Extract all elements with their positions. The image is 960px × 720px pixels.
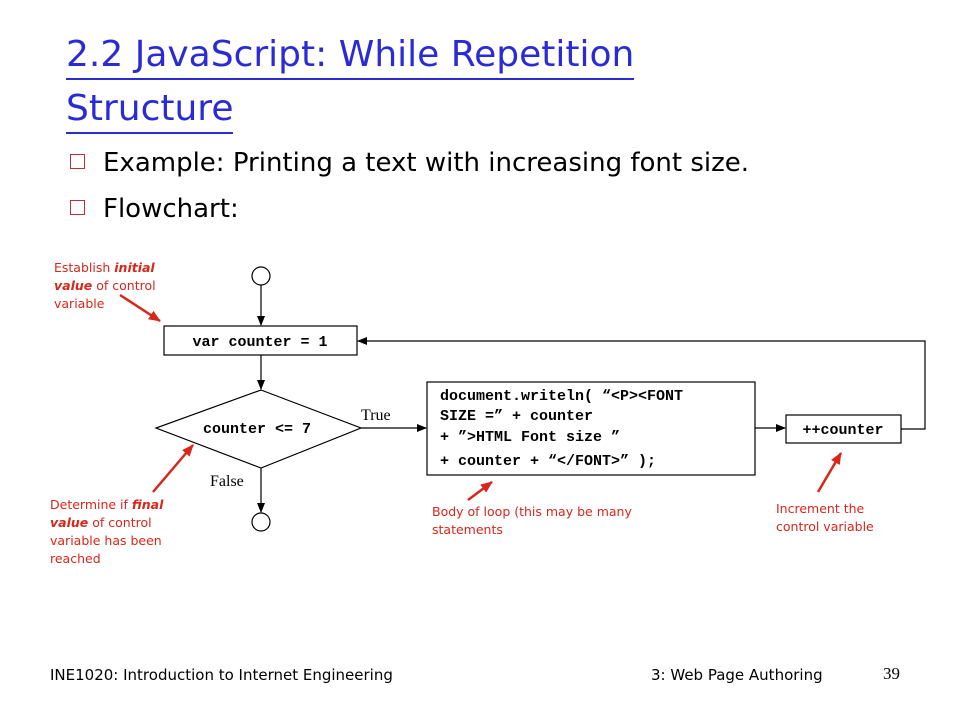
- end-terminal: [251, 512, 271, 532]
- footer-course: INE1020: Introduction to Internet Engine…: [50, 666, 393, 684]
- annotation-arrow-body: [467, 481, 493, 501]
- condition-text: counter <= 7: [203, 421, 311, 438]
- bullet-text: Flowchart:: [103, 194, 239, 224]
- increment-box-text: ++counter: [802, 422, 883, 439]
- loop-body-line: + ”>HTML Font size ”: [440, 429, 620, 446]
- bullet-item: Example: Printing a text with increasing…: [70, 140, 749, 186]
- start-terminal: [251, 266, 271, 286]
- loop-body-box: [426, 381, 756, 476]
- footer-section: 3: Web Page Authoring: [651, 666, 823, 684]
- annotation-arrow-increment: [816, 452, 843, 493]
- annotation-final-value: Determine if final value of control vari…: [50, 497, 164, 566]
- bullet-item: Flowchart:: [70, 186, 749, 232]
- true-label: True: [361, 407, 391, 424]
- init-box-text: var counter = 1: [192, 334, 327, 351]
- slide-title-line-2: Structure: [66, 86, 234, 134]
- annotation-arrow-initial: [119, 293, 161, 323]
- loop-body-line: document.writeln( “<P><FONT: [440, 388, 683, 405]
- bullet-box-icon: [70, 200, 85, 215]
- init-box: [163, 325, 358, 356]
- annotation-arrow-final: [152, 444, 194, 493]
- bullet-text: Example: Printing a text with increasing…: [103, 148, 750, 178]
- bullet-box-icon: [70, 154, 85, 169]
- annotation-loop-body: Body of loop (this may be many statement…: [432, 504, 632, 537]
- arrow-loop-back: [357, 337, 926, 430]
- loop-body-line: SIZE =” + counter: [440, 408, 593, 425]
- bullet-list: Example: Printing a text with increasing…: [70, 140, 749, 232]
- slide-title-line-1: 2.2 JavaScript: While Repetition: [66, 32, 635, 80]
- annotation-initial-value: Establish initial value of control varia…: [54, 260, 156, 311]
- annotation-increment: Increment the control variable: [776, 501, 874, 534]
- page-number: 39: [883, 664, 900, 683]
- slide-title: 2.2 JavaScript: While Repetition Structu…: [66, 28, 886, 136]
- loop-body-line: + counter + “</FONT>” );: [440, 453, 656, 470]
- false-label: False: [210, 473, 244, 490]
